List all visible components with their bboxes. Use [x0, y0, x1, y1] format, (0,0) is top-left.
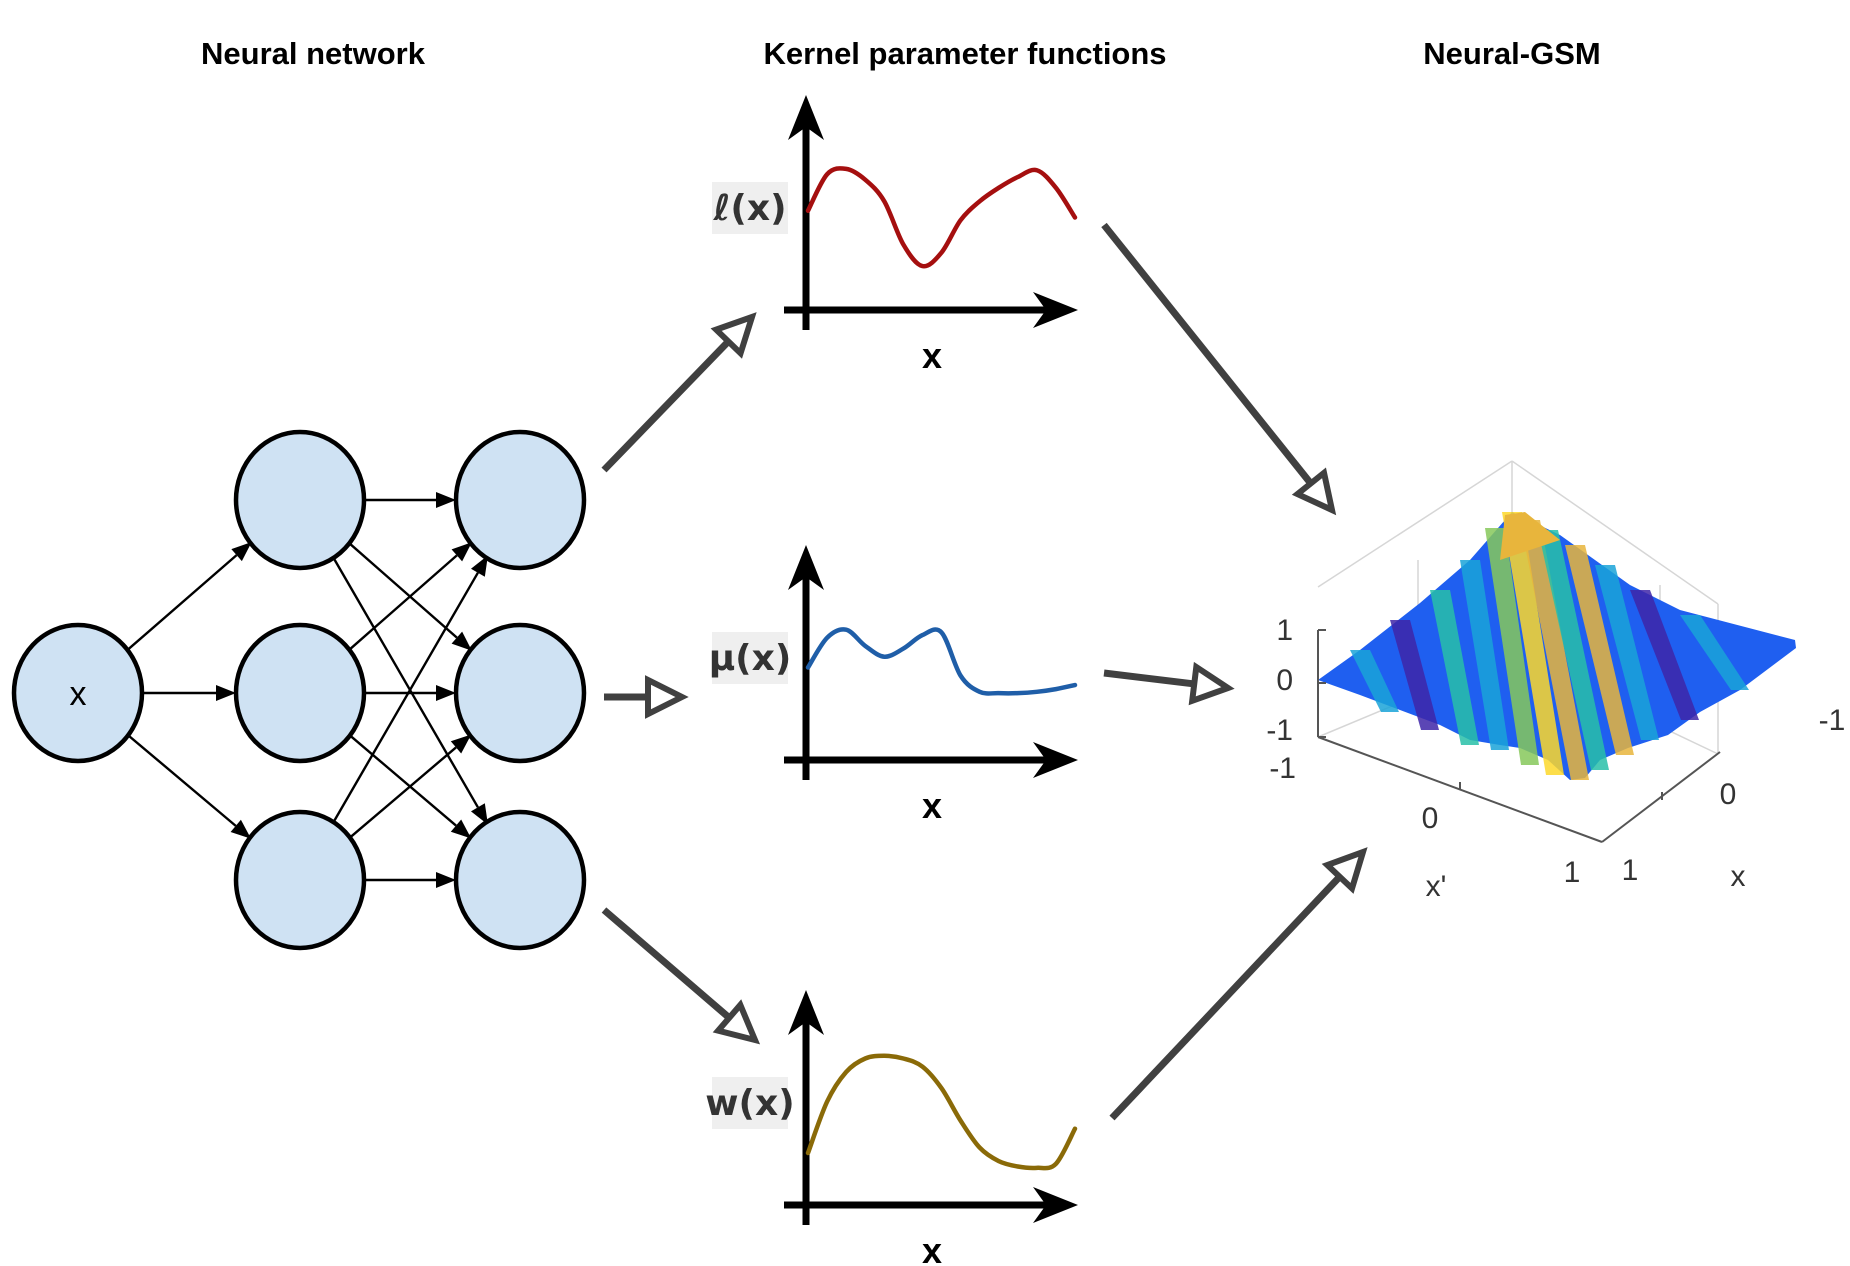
xprime-axis-label: x'	[1426, 870, 1447, 903]
input-node	[11, 622, 145, 764]
title-neural-gsm: Neural-GSM	[1423, 36, 1600, 71]
edge-l1-n2-to-n0-head	[470, 555, 488, 577]
surface-ribbon-1	[1520, 520, 1589, 780]
z-tick-1: 1	[1276, 614, 1293, 647]
edge-l1-n0-to-n1-head	[451, 631, 472, 651]
panel-weight: w(x) x	[705, 990, 1078, 1266]
edge-l1-n1-to-n2-head	[450, 819, 472, 839]
curve-weight	[805, 1053, 1078, 1171]
surface-axes	[1317, 629, 1721, 843]
edge-l1-n0-to-n2-head	[470, 803, 488, 825]
surface-ribbon-8	[1390, 620, 1439, 730]
edge-l1-n2-to-n0-line	[331, 572, 479, 826]
edge-l1-n0-to-n2-line	[331, 554, 479, 808]
curve-frequency	[805, 627, 1078, 696]
input-node-label: x	[70, 675, 87, 713]
neural-network: x	[11, 429, 587, 951]
curve-lengthscale	[805, 166, 1078, 269]
x-tick-0: 0	[1720, 778, 1737, 811]
edge-l1-n1-to-n0-head	[451, 542, 472, 562]
y-axis-arrowhead	[788, 990, 824, 1035]
neural-gsm-surface-plot: 1 0 -1 -1 0 1 x' 1 0 -1 x	[1266, 460, 1845, 903]
x-axis-arrowhead	[1033, 292, 1078, 328]
flow-frequency-to-surface-arrowhead	[1188, 661, 1235, 706]
box-top-right-edge	[1511, 460, 1719, 605]
function-label-background	[712, 1077, 788, 1129]
surface-ribbon-3	[1538, 530, 1609, 770]
surface-ribbon-4	[1460, 560, 1509, 750]
edge-l0-n0-to-n2-line	[126, 733, 237, 827]
title-neural-network: Neural network	[201, 36, 426, 71]
x-axis-label-weight: x	[922, 1230, 942, 1266]
surface-ribbon-5	[1565, 545, 1634, 755]
flow-nn-to-weight-line	[601, 907, 732, 1021]
panel-lengthscale: ℓ(x) x	[712, 95, 1078, 376]
y-axis-arrowhead	[788, 545, 824, 590]
x-tick-neg1: -1	[1819, 704, 1846, 737]
surface-ribbon-10	[1350, 650, 1399, 712]
function-label-weight: w(x)	[705, 1083, 794, 1124]
edge-l1-n1-to-n2-line	[347, 733, 457, 827]
edge-l1-n0-to-n1-line	[347, 541, 458, 639]
edge-l0-n0-to-n1-head	[216, 685, 236, 701]
xprime-tick-0: 0	[1422, 802, 1439, 835]
surface-ribbon-11	[1680, 615, 1749, 690]
x-axis-label: x	[1731, 860, 1746, 893]
edge-l1-n2-to-n2-head	[436, 872, 456, 888]
surface-peak	[1500, 512, 1560, 560]
flow-frequency-to-surface-line	[1103, 669, 1195, 688]
hidden-node-l2-0	[453, 429, 587, 571]
surface-ribbon-7	[1595, 565, 1659, 740]
panel-frequency: μ(x) x	[709, 545, 1078, 826]
flow-arrows	[601, 222, 1368, 1121]
surface-ribbon-2	[1485, 528, 1539, 765]
function-label-lengthscale: ℓ(x)	[712, 188, 786, 229]
flow-nn-to-frequency-arrowhead	[645, 675, 689, 719]
function-label-background	[712, 182, 788, 234]
flow-lengthscale-to-surface-arrowhead	[1291, 467, 1337, 516]
box-top-left-edge	[1317, 460, 1513, 588]
edge-l0-n0-to-n0-head	[231, 541, 252, 562]
x-tick-1: 1	[1622, 854, 1639, 887]
surface-ribbon-6	[1430, 590, 1479, 745]
surface-ribbon-0	[1502, 512, 1564, 775]
hidden-node-l1-2	[233, 809, 367, 951]
z-tick-0: 0	[1276, 664, 1293, 697]
edge-l1-n0-to-n0-head	[436, 492, 456, 508]
flow-nn-to-weight-arrowhead	[712, 999, 761, 1045]
xprime-tick-1: 1	[1564, 856, 1581, 889]
x-axis-arrowhead	[1033, 742, 1078, 778]
x-axis-label-frequency: x	[922, 785, 942, 826]
hidden-node-l2-1	[453, 622, 587, 764]
function-label-background	[712, 632, 788, 684]
surface-ribbon-9	[1630, 590, 1699, 720]
flow-nn-to-lengthscale-arrowhead	[710, 312, 757, 359]
flow-weight-to-surface-line	[1109, 874, 1343, 1121]
function-label-frequency: μ(x)	[709, 638, 792, 679]
z-tick-neg1: -1	[1266, 714, 1293, 747]
kernel-function-panels: ℓ(x) x μ(x) x w(x) x	[705, 95, 1078, 1266]
surface-mesh	[1318, 512, 1796, 780]
title-kernel-functions: Kernel parameter functions	[763, 36, 1166, 71]
edge-l0-n0-to-n2-head	[230, 819, 252, 839]
y-axis-arrowhead	[788, 95, 824, 140]
x-axis-arrowhead	[1033, 1187, 1078, 1223]
hidden-node-l1-0	[233, 429, 367, 571]
hidden-node-l2-2	[453, 809, 587, 951]
edge-l0-n0-to-n0-line	[125, 554, 238, 652]
edge-l1-n1-to-n0-line	[347, 554, 458, 652]
edge-l1-n1-to-n1-head	[436, 685, 456, 701]
xprime-tick-neg1: -1	[1269, 752, 1296, 785]
edge-l1-n2-to-n1-line	[347, 746, 457, 840]
hidden-node-l1-1	[233, 622, 367, 764]
flow-lengthscale-to-surface-line	[1101, 222, 1314, 486]
x-axis-label-lengthscale: x	[922, 335, 942, 376]
surface-tick-labels: 1 0 -1 -1 0 1 x' 1 0 -1 x	[1266, 614, 1845, 903]
flow-nn-to-lengthscale-line	[601, 339, 731, 473]
edge-l1-n2-to-n1-head	[450, 734, 472, 754]
flow-weight-to-surface-arrowhead	[1321, 847, 1368, 894]
